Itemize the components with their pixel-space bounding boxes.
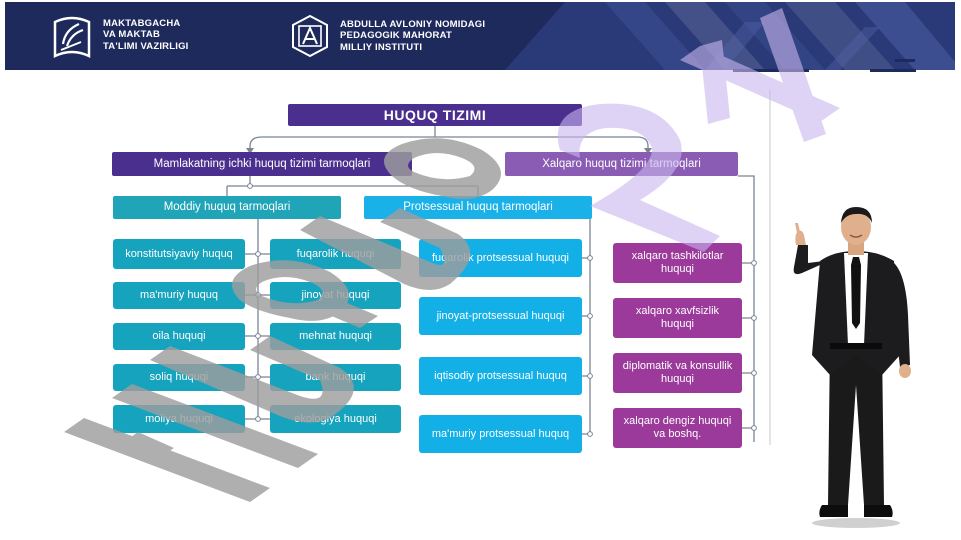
international-item: xalqaro dengiz huquqi va boshq.	[613, 408, 742, 448]
international-item: xalqaro tashkilotlar huquqi	[613, 243, 742, 283]
procedural-item: ma'muriy protsessual huquq	[419, 415, 582, 453]
ministry-name-line1: MAKTABGACHA	[103, 17, 181, 29]
material-item: oila huquqi	[113, 323, 245, 350]
institute-name-line3: MILLIY INSTITUTI	[340, 41, 423, 53]
international-item: xalqaro xavfsizlik huquqi	[613, 298, 742, 338]
banner-accent-lines	[733, 59, 916, 72]
procedural-item: iqtisodiy protsessual huquq	[419, 357, 582, 395]
ministry-name-line3: TA'LIMI VAZIRLIGI	[103, 40, 189, 52]
ministry-org: MAKTABGACHA VA MAKTAB TA'LIMI VAZIRLIGI	[51, 12, 189, 58]
institute-name-line1: ABDULLA AVLONIY NOMIDAGI	[340, 18, 486, 30]
material-item: soliq huquqi	[113, 364, 245, 391]
domestic-branch: Mamlakatning ichki huquq tizimi tarmoqla…	[112, 152, 412, 176]
procedural-item: jinoyat-protsessual huquqi	[419, 297, 582, 335]
root-node: HUQUQ TIZIMI	[288, 104, 582, 126]
material-branch: Moddiy huquq tarmoqlari	[113, 196, 341, 219]
international-branch: Xalqaro huquq tizimi tarmoqlari	[505, 152, 738, 176]
material-item: konstitutsiyaviy huquq	[113, 239, 245, 269]
institute-org: ABDULLA AVLONIY NOMIDAGI PEDAGOGIK MAHOR…	[290, 14, 485, 58]
international-item: diplomatik va konsullik huquqi	[613, 353, 742, 393]
procedural-item: fuqarolik protsessual huquqi	[419, 239, 582, 277]
material-item: mehnat huquqi	[270, 323, 401, 350]
material-item: moliya huquqi	[113, 405, 245, 433]
material-item: fuqarolik huquqi	[270, 239, 401, 269]
material-item: ma'muriy huquq	[113, 282, 245, 309]
material-item: jinoyat huquqi	[270, 282, 401, 309]
institute-logo-icon	[292, 14, 328, 58]
material-item: bank huquqi	[270, 364, 401, 391]
material-item: ekologiya huquqi	[270, 405, 401, 433]
procedural-branch: Protsessual huquq tarmoqlari	[364, 196, 592, 219]
presenter-image	[793, 207, 911, 528]
ministry-name-line2: VA MAKTAB	[103, 29, 161, 41]
institute-name-line2: PEDAGOGIK MAHORAT	[340, 30, 452, 42]
ministry-logo-icon	[53, 16, 91, 58]
